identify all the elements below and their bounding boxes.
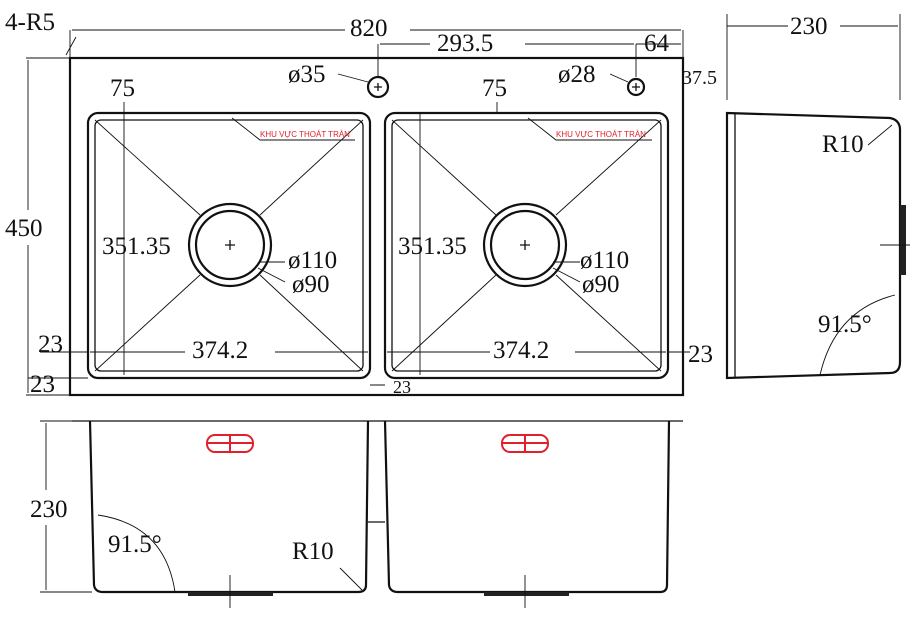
bowl-width-right: 374.2 (493, 337, 549, 364)
edge-left: 23 (38, 331, 63, 358)
edge-right: 23 (688, 341, 713, 368)
drain-inner-left: ø90 (292, 271, 330, 298)
right-drain (482, 202, 568, 288)
sink-outline (68, 56, 685, 397)
edge-bottom: 23 (30, 371, 55, 398)
right-bowl (383, 111, 670, 380)
overflow-right (501, 434, 549, 453)
front-angle: 91.5° (108, 531, 162, 558)
tap-hole-right (626, 77, 646, 97)
drain-profile (900, 205, 906, 275)
overflow-label-left: KHU VỰC THOÁT TRÀN (260, 130, 350, 139)
bowl-margin-right: 75 (482, 75, 507, 102)
tap-hole-spacing: 293.5 (437, 30, 493, 57)
bowl-length-right: 351.35 (398, 233, 467, 260)
overall-width: 820 (350, 15, 388, 42)
tap-hole-left-dia: ø35 (288, 61, 326, 88)
front-radius: R10 (292, 538, 334, 565)
tap-hole-right-dia: ø28 (558, 61, 596, 88)
left-bowl (86, 111, 372, 380)
left-drain (187, 202, 273, 288)
tap-hole-offset: 64 (644, 30, 670, 57)
overflow-label-right: KHU VỰC THOÁT TRÀN (556, 130, 646, 139)
divider-width: 23 (393, 377, 411, 397)
side-depth: 230 (790, 13, 828, 40)
side-angle: 91.5° (818, 311, 872, 338)
front-depth: 230 (30, 496, 68, 523)
bowl-length-left: 351.35 (102, 233, 171, 260)
overall-height: 450 (5, 215, 43, 242)
drain-outer-right: ø110 (580, 247, 629, 274)
side-radius: R10 (822, 131, 864, 158)
tap-hole-left (366, 75, 390, 99)
drain-inner-right: ø90 (582, 271, 620, 298)
bowl-margin-left: 75 (110, 75, 135, 102)
drain-outer-left: ø110 (288, 247, 337, 274)
tap-hole-edge: 37.5 (682, 67, 717, 89)
front-view: 230 91.5° R10 (30, 420, 683, 608)
overflow-left (206, 434, 254, 453)
top-view: KHU VỰC THOÁT TRÀN KHU VỰC THOÁT TRÀN 4-… (5, 9, 717, 398)
bowl-width-left: 374.2 (192, 337, 248, 364)
side-view: 230 R10 91.5° (725, 13, 910, 380)
corner-radius-label: 4-R5 (5, 9, 55, 36)
